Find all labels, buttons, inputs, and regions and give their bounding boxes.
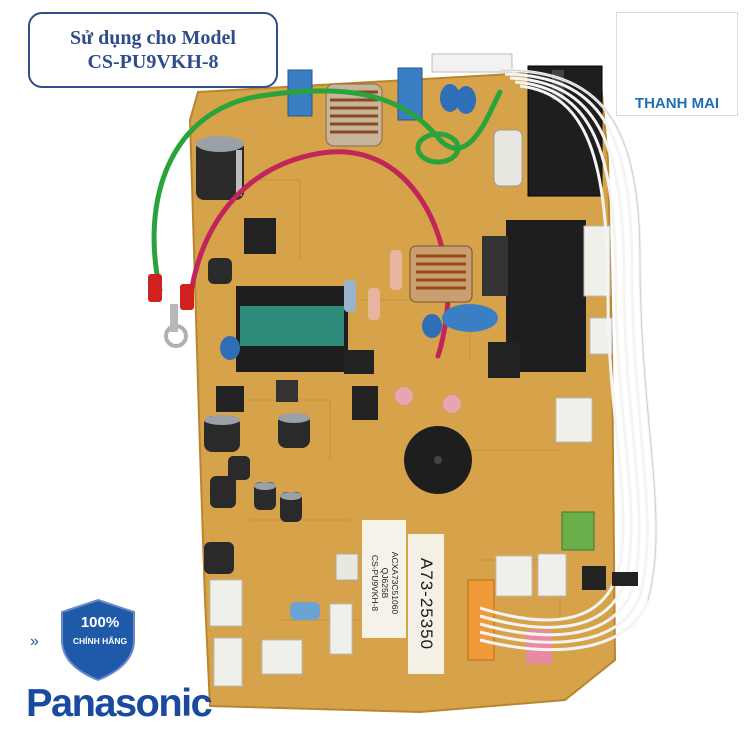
badge-shield-icon: » [30,598,135,682]
part-code-text: A73-25350 [417,557,436,651]
store-logo: THANH MAI [616,12,738,116]
store-logo-text: THANH MAI [634,95,720,112]
brand-logo: Panasonic [26,682,213,725]
badge-percent: 100% [80,614,120,631]
green-wire [151,88,503,293]
badge-label: CHÍNH HÃNG [72,636,128,646]
sticker-line-3: CS-PU9VKH-8 [370,554,380,612]
model-box-line1: Sử dụng cho Model [70,27,236,49]
model-box-line2: CS-PU9VKH-8 [87,51,219,73]
sticker-line-1: ACXA73C51060 [390,551,400,615]
capacitor-large [196,136,244,200]
transformer [236,286,348,372]
part-code-label: A73-25350 [408,534,444,674]
authentic-badge: 100% CHÍNH HÃNG [30,596,140,676]
sticker-text: ACXA73C51060 QJ625B CS-PU9VKH-8 [370,524,400,642]
svg-text:»: » [30,633,39,650]
sticker-line-2: QJ625B [380,567,390,599]
board-sticker: ACXA73C51060 QJ625B CS-PU9VKH-8 [362,520,406,638]
model-compatibility-box: Sử dụng cho Model CS-PU9VKH-8 [28,12,278,88]
white-wire-bundle [479,68,658,652]
